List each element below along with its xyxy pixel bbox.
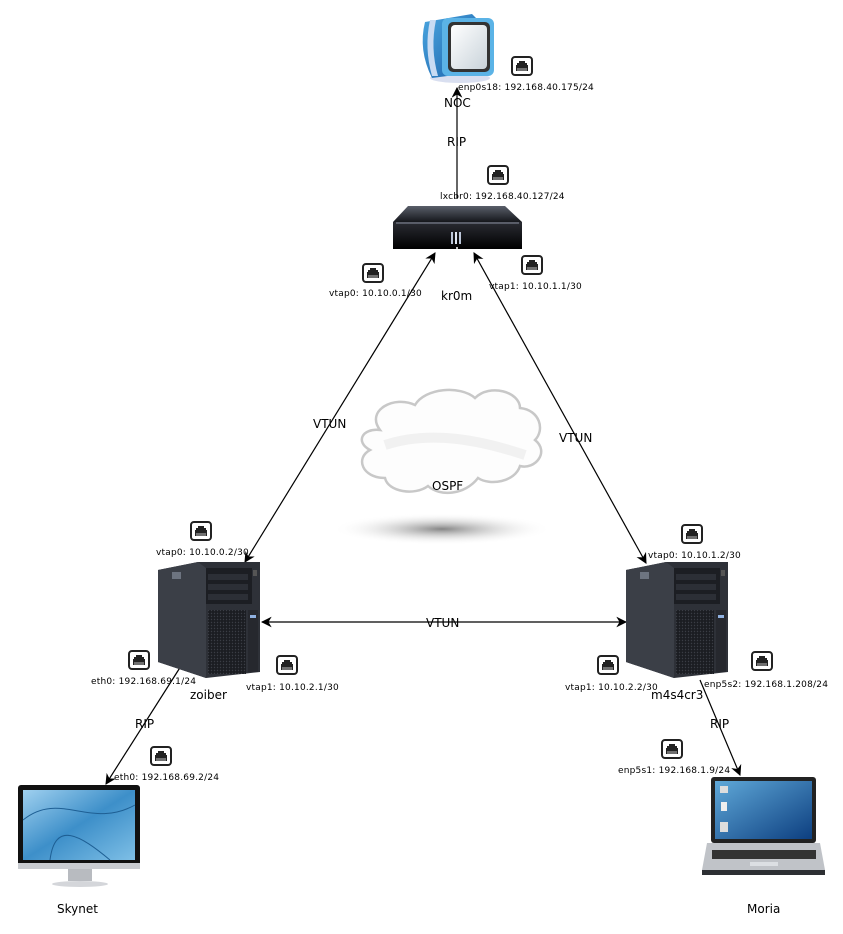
kr0m-name-label: kr0m <box>441 289 473 303</box>
zoiber-eth0-ethernet-port-icon <box>128 650 150 670</box>
kr0m-lxcbr0-ethernet-port-icon <box>487 165 509 185</box>
edge-label-kr0m-zoiber: VTUN <box>313 417 347 431</box>
zoiber-vtap1-ethernet-port-icon <box>276 655 298 675</box>
edge-kr0m-zoiber <box>244 252 436 563</box>
zoiber-name-label: zoiber <box>190 688 227 702</box>
moria-laptop-icon[interactable] <box>702 777 825 875</box>
m4s4cr3-vtap1-label: vtap1: 10.10.2.2/30 <box>565 683 658 693</box>
skynet-monitor-icon[interactable] <box>18 785 140 887</box>
m4s4cr3-vtap0-label: vtap0: 10.10.1.2/30 <box>648 551 741 561</box>
zoiber-vtap0-label: vtap0: 10.10.0.2/30 <box>156 548 249 558</box>
m4s4cr3-vtap1-ethernet-port-icon <box>597 655 619 675</box>
edge-zoiber-skynet <box>105 665 182 785</box>
edge-label-m4s4cr3-moria: RIP <box>710 717 730 731</box>
kr0m-vtap0-ethernet-port-icon <box>362 263 384 283</box>
zoiber-vtap0-ethernet-port-icon <box>190 521 212 541</box>
ospf-label: OSPF <box>432 479 464 493</box>
edge-kr0m-m4s4cr3 <box>473 252 647 564</box>
zoiber-vtap1-label: vtap1: 10.10.2.1/30 <box>246 683 339 693</box>
skynet-name-label: Skynet <box>57 902 98 916</box>
edge-label-zoiber-skynet: RIP <box>135 717 155 731</box>
noc-enp0s18-ethernet-port-icon <box>511 56 533 76</box>
edges <box>105 86 742 785</box>
edge-label-noc-rip: RIP <box>447 135 467 149</box>
m4s4cr3-vtap0-ethernet-port-icon <box>681 524 703 544</box>
skynet-eth0-ethernet-port-icon <box>150 746 172 766</box>
noc-monitor-icon[interactable] <box>422 14 494 83</box>
m4s4cr3-enp5s2-label: enp5s2: 192.168.1.208/24 <box>704 680 829 690</box>
ospf-cloud <box>332 388 552 545</box>
moria-enp5s1-label: enp5s1: 192.168.1.9/24 <box>618 766 731 776</box>
m4s4cr3-server-icon[interactable] <box>626 562 728 678</box>
kr0m-vtap0-label: vtap0: 10.10.0.1/30 <box>329 289 422 299</box>
moria-enp5s1-ethernet-port-icon <box>661 739 683 759</box>
noc-iface-label: enp0s18: 192.168.40.175/24 <box>458 83 594 93</box>
edge-m4s4cr3-moria <box>699 679 742 776</box>
kr0m-vtap1-label: vtap1: 10.10.1.1/30 <box>489 282 582 292</box>
zoiber-eth0-label: eth0: 192.168.69.1/24 <box>91 677 197 687</box>
zoiber-server-icon[interactable] <box>158 562 260 678</box>
moria-name-label: Moria <box>747 902 781 916</box>
m4s4cr3-name-label: m4s4cr3 <box>651 688 704 702</box>
kr0m-lxcbr0-label: lxcbr0: 192.168.40.127/24 <box>440 192 565 202</box>
edge-label-kr0m-m4s4cr3: VTUN <box>559 431 593 445</box>
kr0m-vtap1-ethernet-port-icon <box>521 255 543 275</box>
skynet-eth0-label: eth0: 192.168.69.2/24 <box>114 773 220 783</box>
edge-label-zoiber-m4s4cr3: VTUN <box>426 616 460 630</box>
m4s4cr3-enp5s2-ethernet-port-icon <box>751 651 773 671</box>
kr0m-server-icon[interactable] <box>393 206 522 249</box>
noc-name-label: NOC <box>444 96 471 110</box>
